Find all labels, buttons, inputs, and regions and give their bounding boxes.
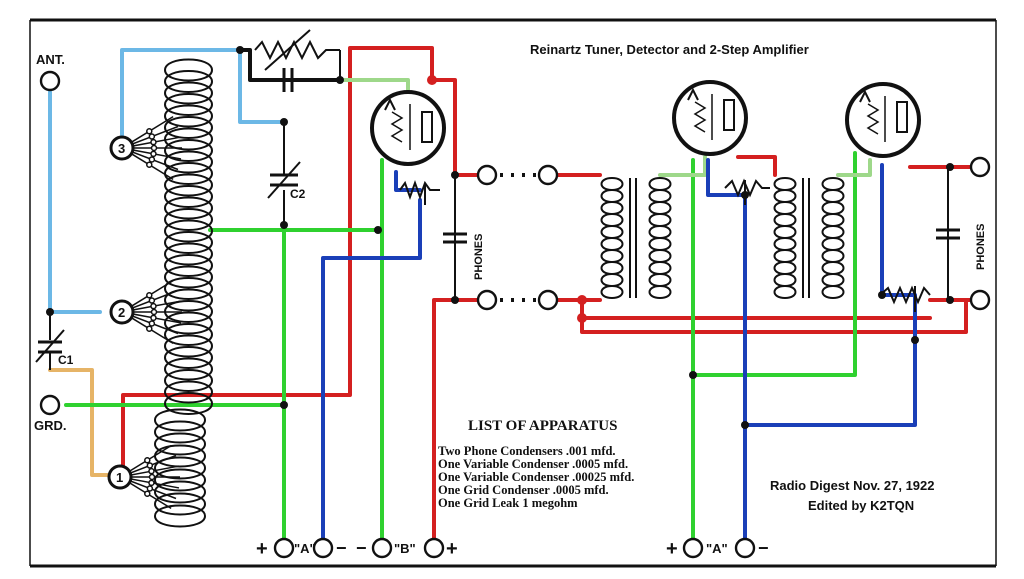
amplifier-tube-1 <box>672 80 748 156</box>
a2-minus-terminal[interactable] <box>734 537 756 559</box>
apparatus-item: One Variable Condenser .0005 mfd. <box>438 457 628 471</box>
c1-label: C1 <box>58 353 74 367</box>
detector-tube <box>370 90 446 166</box>
phones-link-terminal-2[interactable] <box>537 289 559 311</box>
apparatus-item: One Variable Condenser .00025 mfd. <box>438 470 634 484</box>
tap-switch-2[interactable] <box>109 299 135 325</box>
amplifier-tube-2 <box>845 82 921 158</box>
wire-antenna-c2 <box>238 48 287 124</box>
wire-lightgreen-grid <box>336 78 410 94</box>
rheostat-1 <box>399 180 440 200</box>
grd-label: GRD. <box>34 418 67 433</box>
phones2-terminal-2[interactable] <box>969 289 991 311</box>
ant-label: ANT. <box>36 52 65 67</box>
wire-black-grid-leak <box>238 48 342 82</box>
tap-switch-1-label: 1 <box>116 470 123 485</box>
b-minus-sign: − <box>356 538 367 558</box>
a2-plus-terminal[interactable] <box>682 537 704 559</box>
apparatus-item: One Grid Condenser .0005 mfd. <box>438 483 609 497</box>
rheostat-3 <box>879 285 931 305</box>
grid-leak-arrow <box>264 29 311 71</box>
a-plus-terminal[interactable] <box>273 537 295 559</box>
grid-leak-resistor <box>254 39 340 61</box>
wire-blue-a2 <box>743 338 917 550</box>
editor-credit: Edited by K2TQN <box>808 498 914 513</box>
wire-red-trans1-bot <box>546 298 932 320</box>
junction-dots <box>46 46 954 429</box>
tap-switch-3-label: 3 <box>118 141 125 156</box>
wire-lightgreen-grid3 <box>836 158 872 177</box>
rheostat-2 <box>724 178 770 198</box>
a2-minus-sign: − <box>758 538 769 558</box>
phones2-terminal-1[interactable] <box>969 156 991 178</box>
wire-blue-a-minus <box>321 198 422 550</box>
a-label: "A" <box>294 541 316 556</box>
b-label: "B" <box>394 541 416 556</box>
wire-green-cross <box>691 151 857 377</box>
wire-red-plate-phones <box>430 78 487 177</box>
transformer-2 <box>773 177 845 299</box>
phones-terminal-1[interactable] <box>476 164 498 186</box>
a-plus-sign: + <box>256 538 268 560</box>
c2-label: C2 <box>290 187 306 201</box>
apparatus-heading: LIST OF APPARATUS <box>468 418 617 434</box>
phones-terminal-2[interactable] <box>476 289 498 311</box>
tap-switch-1[interactable] <box>107 464 133 490</box>
phones-link-terminal-1[interactable] <box>537 164 559 186</box>
antenna-terminal[interactable] <box>39 70 61 92</box>
a-minus-terminal[interactable] <box>312 537 334 559</box>
a-minus-sign: − <box>336 538 347 558</box>
wire-red-plate <box>348 46 434 82</box>
tap-switch-3[interactable] <box>109 135 135 161</box>
phones-label-1: PHONES <box>473 234 485 280</box>
wire-ant-tap2 <box>48 90 102 314</box>
diagram-title: Reinartz Tuner, Detector and 2-Step Ampl… <box>530 42 809 57</box>
a2-label: "A" <box>706 541 728 556</box>
wire-red-vt2-plate <box>736 155 777 177</box>
b-plus-terminal[interactable] <box>423 537 445 559</box>
wire-blue-vt2 <box>706 158 747 427</box>
c1-arrow <box>35 329 65 363</box>
b-minus-terminal[interactable] <box>371 537 393 559</box>
wire-antenna <box>120 48 242 147</box>
apparatus-item: Two Phone Condensers .001 mfd. <box>438 444 616 458</box>
b-plus-sign: + <box>446 538 458 560</box>
wire-red-b-plus <box>432 298 487 550</box>
wire-lightgreen-grid2 <box>658 155 707 177</box>
wire-red-tap1 <box>121 78 352 479</box>
wire-red-bottom <box>580 298 968 334</box>
tuner-coil: 3 2 1 <box>107 58 214 528</box>
tap-switch-2-label: 2 <box>118 305 125 320</box>
apparatus-item: One Grid Leak 1 megohm <box>438 496 578 510</box>
ground-terminal[interactable] <box>39 394 61 416</box>
c2-arrow <box>267 161 301 199</box>
wire-c1-tap1 <box>48 368 112 477</box>
source-credit: Radio Digest Nov. 27, 1922 <box>770 478 935 493</box>
a2-plus-sign: + <box>666 538 678 560</box>
transformer-1 <box>600 177 672 299</box>
phones-label-2: PHONES <box>975 224 987 270</box>
